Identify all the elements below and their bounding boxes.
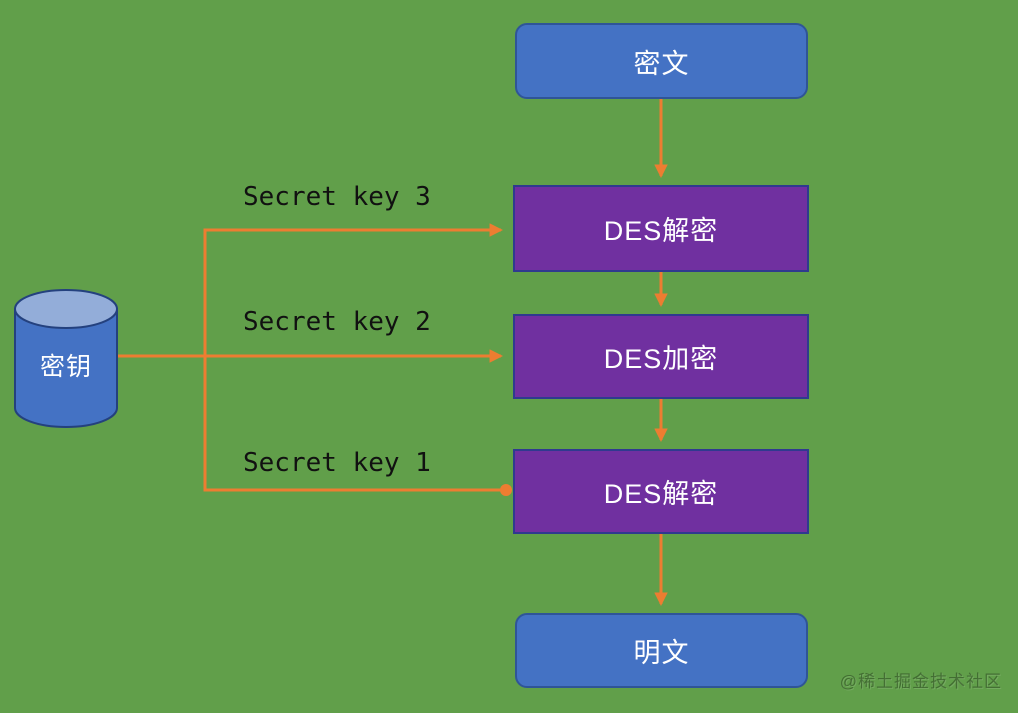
node-ciphertext: 密文 (515, 23, 808, 99)
node-des-encrypt: DES加密 (513, 314, 809, 399)
cylinder-top (14, 289, 118, 329)
node-plaintext-label: 明文 (633, 638, 690, 668)
node-des-decrypt-2: DES解密 (513, 449, 809, 534)
node-plaintext: 明文 (515, 613, 808, 688)
node-des-decrypt-1-label: DES解密 (603, 216, 719, 246)
node-des-decrypt-1: DES解密 (513, 185, 809, 272)
node-ciphertext-label: 密文 (633, 48, 690, 79)
key-label-2: Secret key 2 (243, 307, 431, 337)
arrow-endpoint-dot (500, 484, 512, 496)
key-store-label: 密钥 (39, 353, 92, 381)
key-label-1: Secret key 1 (243, 448, 431, 478)
node-des-decrypt-2-label: DES解密 (603, 479, 719, 509)
key-label-3: Secret key 3 (243, 182, 431, 212)
watermark: @稀土掘金技术社区 (839, 672, 1002, 691)
node-des-encrypt-label: DES加密 (603, 344, 719, 374)
